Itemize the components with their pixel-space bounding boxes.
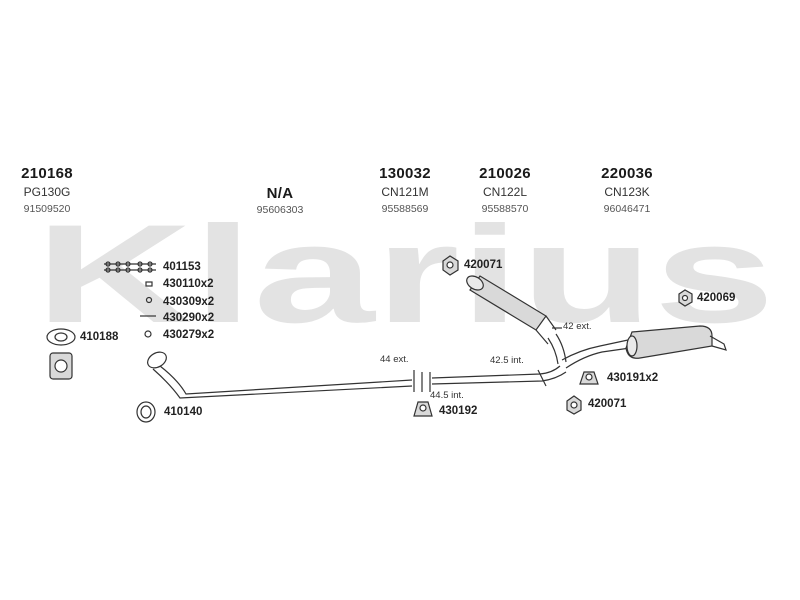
column-code: 210168: [21, 165, 73, 182]
column-ref: CN121M: [381, 185, 429, 199]
bolt-set-icon: [104, 261, 156, 273]
column-oem: 95606303: [256, 204, 304, 216]
part-label: 430110x2: [163, 278, 214, 290]
column-2: N/A 95606303: [225, 185, 335, 216]
part-label: 430191x2: [607, 372, 659, 384]
centre-silencer: [466, 275, 567, 365]
centre-pipe: [431, 365, 567, 387]
clip-icon: [145, 281, 153, 287]
front-pipe: [147, 351, 413, 399]
mounting-rubber-icon: [49, 352, 73, 380]
column-code: 210026: [479, 165, 531, 182]
rear-silencer: [625, 325, 727, 359]
part-label: 420071: [588, 398, 627, 410]
dimension-label: 42 ext.: [563, 321, 592, 332]
clamp-icon: [579, 371, 599, 385]
column-code: N/A: [266, 185, 294, 202]
watermark-text: Klarius: [35, 222, 775, 330]
rubber-mount-icon: [442, 255, 459, 276]
washer-icon: [144, 330, 152, 338]
sealing-ring-icon: [136, 401, 156, 423]
column-ref: CN123K: [604, 185, 650, 199]
rear-pipe: [561, 339, 637, 369]
column-code: 220036: [601, 165, 653, 182]
column-oem: 95588569: [381, 203, 429, 215]
gasket-icon: [46, 328, 76, 346]
column-oem: 91509520: [23, 203, 71, 215]
dimension-label: 44 ext.: [380, 354, 409, 365]
part-label: 410188: [80, 331, 119, 343]
part-label: 430279x2: [163, 329, 215, 341]
part-label: 430192: [439, 405, 478, 417]
column-oem: 95588570: [481, 203, 529, 215]
part-label: 410140: [164, 406, 203, 418]
part-label: 401153: [163, 261, 201, 273]
column-ref: CN122L: [482, 185, 528, 199]
dimension-label: 44.5 int.: [430, 390, 464, 401]
part-label: 420071: [464, 259, 503, 271]
klarius-watermark: Klarius: [35, 222, 775, 330]
part-label: 420069: [697, 292, 736, 304]
column-4: 210026 CN122L 95588570: [450, 165, 560, 215]
rubber-mount-icon: [566, 395, 582, 415]
column-code: 130032: [379, 165, 431, 182]
column-1: 210168 PG130G 91509520: [0, 165, 102, 215]
column-ref: PG130G: [23, 185, 71, 199]
nut-icon: [145, 296, 153, 304]
column-5: 220036 CN123K 96046471: [572, 165, 682, 215]
part-label: 430309x2: [163, 296, 215, 308]
dimension-label: 42.5 int.: [490, 355, 524, 366]
clamp-icon: [413, 401, 433, 417]
part-label: 430290x2: [163, 312, 215, 324]
column-oem: 96046471: [603, 203, 651, 215]
column-3: 130032 CN121M 95588569: [350, 165, 460, 215]
rubber-mount-icon: [678, 289, 693, 307]
